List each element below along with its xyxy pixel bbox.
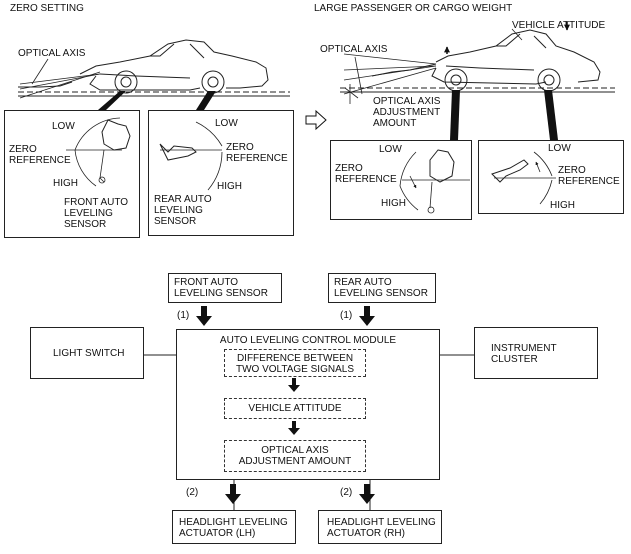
box-light-switch: LIGHT SWITCH bbox=[30, 327, 144, 379]
box-front-sensor-label: FRONT AUTO LEVELING SENSOR bbox=[174, 277, 268, 299]
label-optical-axis-left: OPTICAL AXIS bbox=[18, 48, 86, 59]
leader-optical-axis-left bbox=[31, 58, 49, 85]
panel-front-loaded-high: HIGH bbox=[381, 198, 406, 209]
label-optical-axis-right: OPTICAL AXIS bbox=[320, 44, 388, 55]
output-label-lh: (2) bbox=[186, 487, 199, 498]
pointer-front-right bbox=[450, 90, 460, 140]
panel-front-sensor-zero bbox=[4, 110, 140, 238]
light-switch-label: LIGHT SWITCH bbox=[53, 348, 125, 359]
box-rear-sensor-label: REAR AUTO LEVELING SENSOR bbox=[334, 277, 428, 299]
panel-front-sensor-label: FRONT AUTO LEVELING SENSOR bbox=[64, 197, 129, 230]
panel-front-zero-low: LOW bbox=[52, 121, 75, 132]
panel-front-loaded-low: LOW bbox=[379, 144, 402, 155]
panel-rear-sensor-label: REAR AUTO LEVELING SENSOR bbox=[154, 194, 212, 227]
step-optical-axis-adjustment: OPTICAL AXIS ADJUSTMENT AMOUNT bbox=[224, 440, 366, 472]
box-actuator-lh: HEADLIGHT LEVELING ACTUATOR (LH) bbox=[172, 510, 296, 544]
label-vehicle-attitude: VEHICLE ATTITUDE bbox=[512, 20, 606, 31]
front-sensor-gauge-loaded bbox=[399, 149, 470, 214]
beam-loaded bbox=[343, 53, 437, 95]
module-title: AUTO LEVELING CONTROL MODULE bbox=[219, 335, 397, 346]
flow-arrows bbox=[196, 306, 375, 504]
panel-rear-sensor-zero bbox=[148, 110, 294, 236]
rear-sensor-gauge-zero bbox=[159, 121, 223, 191]
pointer-front-left bbox=[98, 91, 126, 110]
instrument-cluster-label: INSTRUMENT CLUSTER bbox=[491, 343, 557, 365]
panel-front-loaded-reference: ZERO REFERENCE bbox=[335, 163, 397, 185]
panel-rear-loaded-low: LOW bbox=[548, 143, 571, 154]
title-zero-setting: ZERO SETTING bbox=[10, 3, 84, 14]
panel-rear-loaded-reference: ZERO REFERENCE bbox=[558, 165, 620, 187]
actuator-rh-label: HEADLIGHT LEVELING ACTUATOR (RH) bbox=[327, 517, 436, 539]
step-vehicle-attitude: VEHICLE ATTITUDE bbox=[224, 398, 366, 419]
leader-adjustment bbox=[344, 87, 359, 99]
car-zero-setting bbox=[18, 39, 290, 97]
panel-rear-zero-low: LOW bbox=[215, 118, 238, 129]
panel-front-zero-high: HIGH bbox=[53, 178, 78, 189]
panel-rear-zero-reference: ZERO REFERENCE bbox=[226, 142, 288, 164]
front-sensor-gauge-zero bbox=[66, 117, 131, 187]
actuator-lh-label: HEADLIGHT LEVELING ACTUATOR (LH) bbox=[179, 517, 288, 539]
title-loaded: LARGE PASSENGER OR CARGO WEIGHT bbox=[314, 3, 513, 14]
panel-rear-loaded-high: HIGH bbox=[550, 200, 575, 211]
panel-rear-sensor-loaded bbox=[478, 140, 624, 214]
pointer-rear-left bbox=[196, 91, 216, 110]
signal-label-rear: (1) bbox=[340, 310, 353, 321]
label-adjustment-amount: OPTICAL AXIS ADJUSTMENT AMOUNT bbox=[373, 96, 441, 129]
box-rear-sensor: REAR AUTO LEVELING SENSOR bbox=[328, 273, 436, 303]
rear-sensor-gauge-loaded bbox=[491, 151, 556, 205]
box-actuator-rh: HEADLIGHT LEVELING ACTUATOR (RH) bbox=[318, 510, 442, 544]
output-label-rh: (2) bbox=[340, 487, 353, 498]
leader-vehicle-attitude bbox=[511, 28, 523, 41]
leader-optical-axis-right bbox=[354, 56, 363, 95]
box-front-sensor: FRONT AUTO LEVELING SENSOR bbox=[168, 273, 282, 303]
box-instrument-cluster: INSTRUMENT CLUSTER bbox=[474, 327, 598, 379]
transition-arrow bbox=[305, 109, 327, 131]
panel-front-zero-reference: ZERO REFERENCE bbox=[9, 144, 71, 166]
step-voltage-difference: DIFFERENCE BETWEEN TWO VOLTAGE SIGNALS bbox=[224, 349, 366, 377]
pointer-rear-right bbox=[544, 90, 558, 140]
signal-label-front: (1) bbox=[177, 310, 190, 321]
beam-zero bbox=[19, 71, 101, 99]
panel-front-sensor-loaded bbox=[330, 140, 472, 220]
car-loaded bbox=[340, 29, 615, 93]
panel-rear-zero-high: HIGH bbox=[217, 181, 242, 192]
control-module: AUTO LEVELING CONTROL MODULE bbox=[176, 329, 440, 480]
